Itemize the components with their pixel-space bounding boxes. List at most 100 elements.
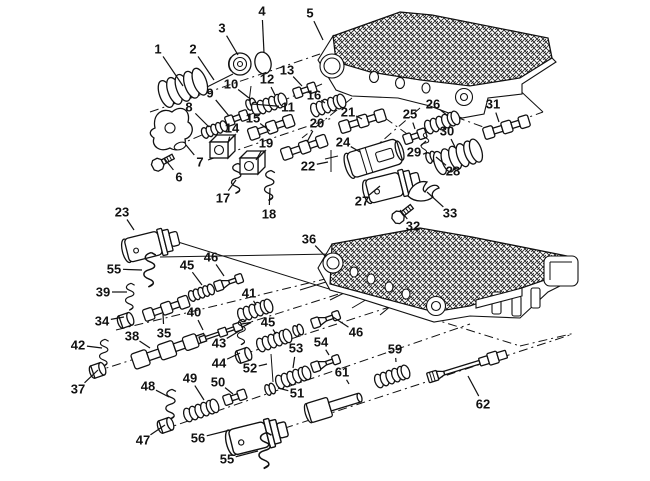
part-22-pin (324, 150, 339, 172)
callout-19-housing-block: 19 (259, 136, 273, 151)
callout-54-valve: 54 (314, 335, 329, 350)
leader-line-3 (226, 35, 239, 56)
callout-7-cover-bracket: 7 (196, 155, 203, 170)
part-1-spring (154, 65, 212, 111)
callout-35-valve: 35 (157, 326, 171, 341)
part-49-spring (181, 397, 222, 424)
callout-61-valve: 61 (335, 365, 349, 380)
leader-line-62 (467, 375, 480, 397)
callout-21-valve: 21 (341, 105, 355, 120)
callout-11-retainer: 11 (281, 100, 295, 115)
callout-29-clip: 29 (407, 145, 421, 160)
leader-line-45 (272, 329, 277, 335)
leader-line-41 (253, 300, 257, 306)
leader-line-20 (306, 130, 314, 143)
lower-valve-body (317, 227, 579, 323)
callout-24-accumulator-piston: 24 (336, 135, 351, 150)
callout-39-clip: 39 (96, 285, 110, 300)
leader-line-11 (251, 103, 280, 107)
parts (87, 51, 532, 470)
callout-37-plug: 37 (71, 382, 85, 397)
callout-56-solenoid: 56 (191, 431, 205, 446)
upper-body-ports (319, 53, 474, 107)
callout-1-coil-spring: 1 (154, 42, 161, 57)
leader-line-29 (420, 140, 427, 147)
leader-line-4 (261, 19, 265, 54)
callout-55-clip: 55 (220, 452, 234, 467)
callout-49-spring: 49 (183, 371, 197, 386)
leader-line-53 (292, 356, 296, 369)
leader-line-51 (277, 387, 289, 392)
callout-55-clip: 55 (107, 262, 121, 277)
leader-line-15 (259, 122, 271, 132)
part-4-oring (254, 51, 272, 75)
leader-line-10 (237, 89, 250, 99)
part-59-spring (372, 363, 413, 390)
callout-42-clip: 42 (71, 338, 85, 353)
callout-20-valve: 20 (310, 116, 324, 131)
callout-36-lower-valve-body: 36 (302, 232, 316, 247)
callout-44-plug: 44 (212, 356, 227, 371)
callout-22-pin: 22 (301, 159, 315, 174)
leader-line-28 (435, 156, 447, 166)
leader-line-33 (426, 191, 444, 208)
callout-48-clip: 48 (141, 379, 155, 394)
callout-4-o-ring: 4 (258, 4, 266, 19)
leader-line-47 (150, 424, 166, 436)
callout-13-valve: 13 (280, 63, 294, 78)
part-6-bolt (149, 150, 177, 174)
leader-line-18 (268, 187, 271, 206)
callout-50-valve: 50 (211, 375, 225, 390)
leader-line-16 (320, 99, 326, 104)
leader-line-43 (226, 329, 242, 339)
leader-line-52 (258, 363, 268, 367)
callout-5-upper-valve-body: 5 (306, 6, 313, 21)
leader-line-9 (215, 99, 230, 117)
callout-52-pin: 52 (243, 361, 257, 376)
part-7-cover (149, 107, 193, 151)
callout-51-retainer: 51 (290, 386, 304, 401)
leader-line-13 (292, 76, 303, 87)
part-47-plug (155, 415, 176, 435)
leader-line-21 (355, 115, 363, 120)
part-34-plug (115, 310, 136, 330)
part-46b-washer (290, 322, 306, 338)
part-2-rod (206, 73, 234, 88)
leader-line-19 (255, 150, 262, 161)
callout-8-spring: 8 (185, 100, 192, 115)
leader-line-54 (325, 349, 330, 356)
callout-59-spring: 59 (388, 342, 402, 357)
part-14-block (209, 134, 236, 159)
leader-line-56 (206, 429, 231, 437)
part-23-solenoid (118, 224, 183, 266)
callout-10-pin: 10 (224, 77, 238, 92)
lower-body-ports (322, 252, 447, 317)
callout-46-valve: 46 (349, 325, 363, 340)
leader-line-44 (226, 352, 241, 360)
callout-41-spring: 41 (242, 286, 256, 301)
callout-47-plug: 47 (136, 433, 150, 448)
part-50-valve (221, 388, 249, 407)
leader-line-48 (155, 389, 170, 398)
callout-30-spring: 30 (440, 124, 454, 139)
leader-line-6 (163, 157, 174, 171)
part-45a-spring (186, 282, 217, 303)
callout-32-bolt: 32 (406, 219, 420, 234)
callout-43-clip: 43 (212, 336, 226, 351)
leader-line-40 (197, 319, 204, 331)
leader-line-55 (122, 268, 143, 271)
callout-45-spring: 45 (180, 258, 194, 273)
leader-line-50 (224, 387, 234, 395)
callout-34-plug: 34 (95, 314, 110, 329)
leader-line-22 (316, 161, 329, 165)
leader-line-32 (399, 209, 408, 220)
callout-15-valve: 15 (246, 111, 260, 126)
leader-line-61 (346, 379, 350, 385)
leader-line-46 (332, 316, 349, 328)
leader-line-27 (368, 185, 381, 196)
callout-14-housing-block: 14 (225, 121, 240, 136)
leader-line-31 (495, 112, 500, 123)
leader-line-35 (162, 313, 165, 325)
leader-line-46 (215, 264, 225, 277)
